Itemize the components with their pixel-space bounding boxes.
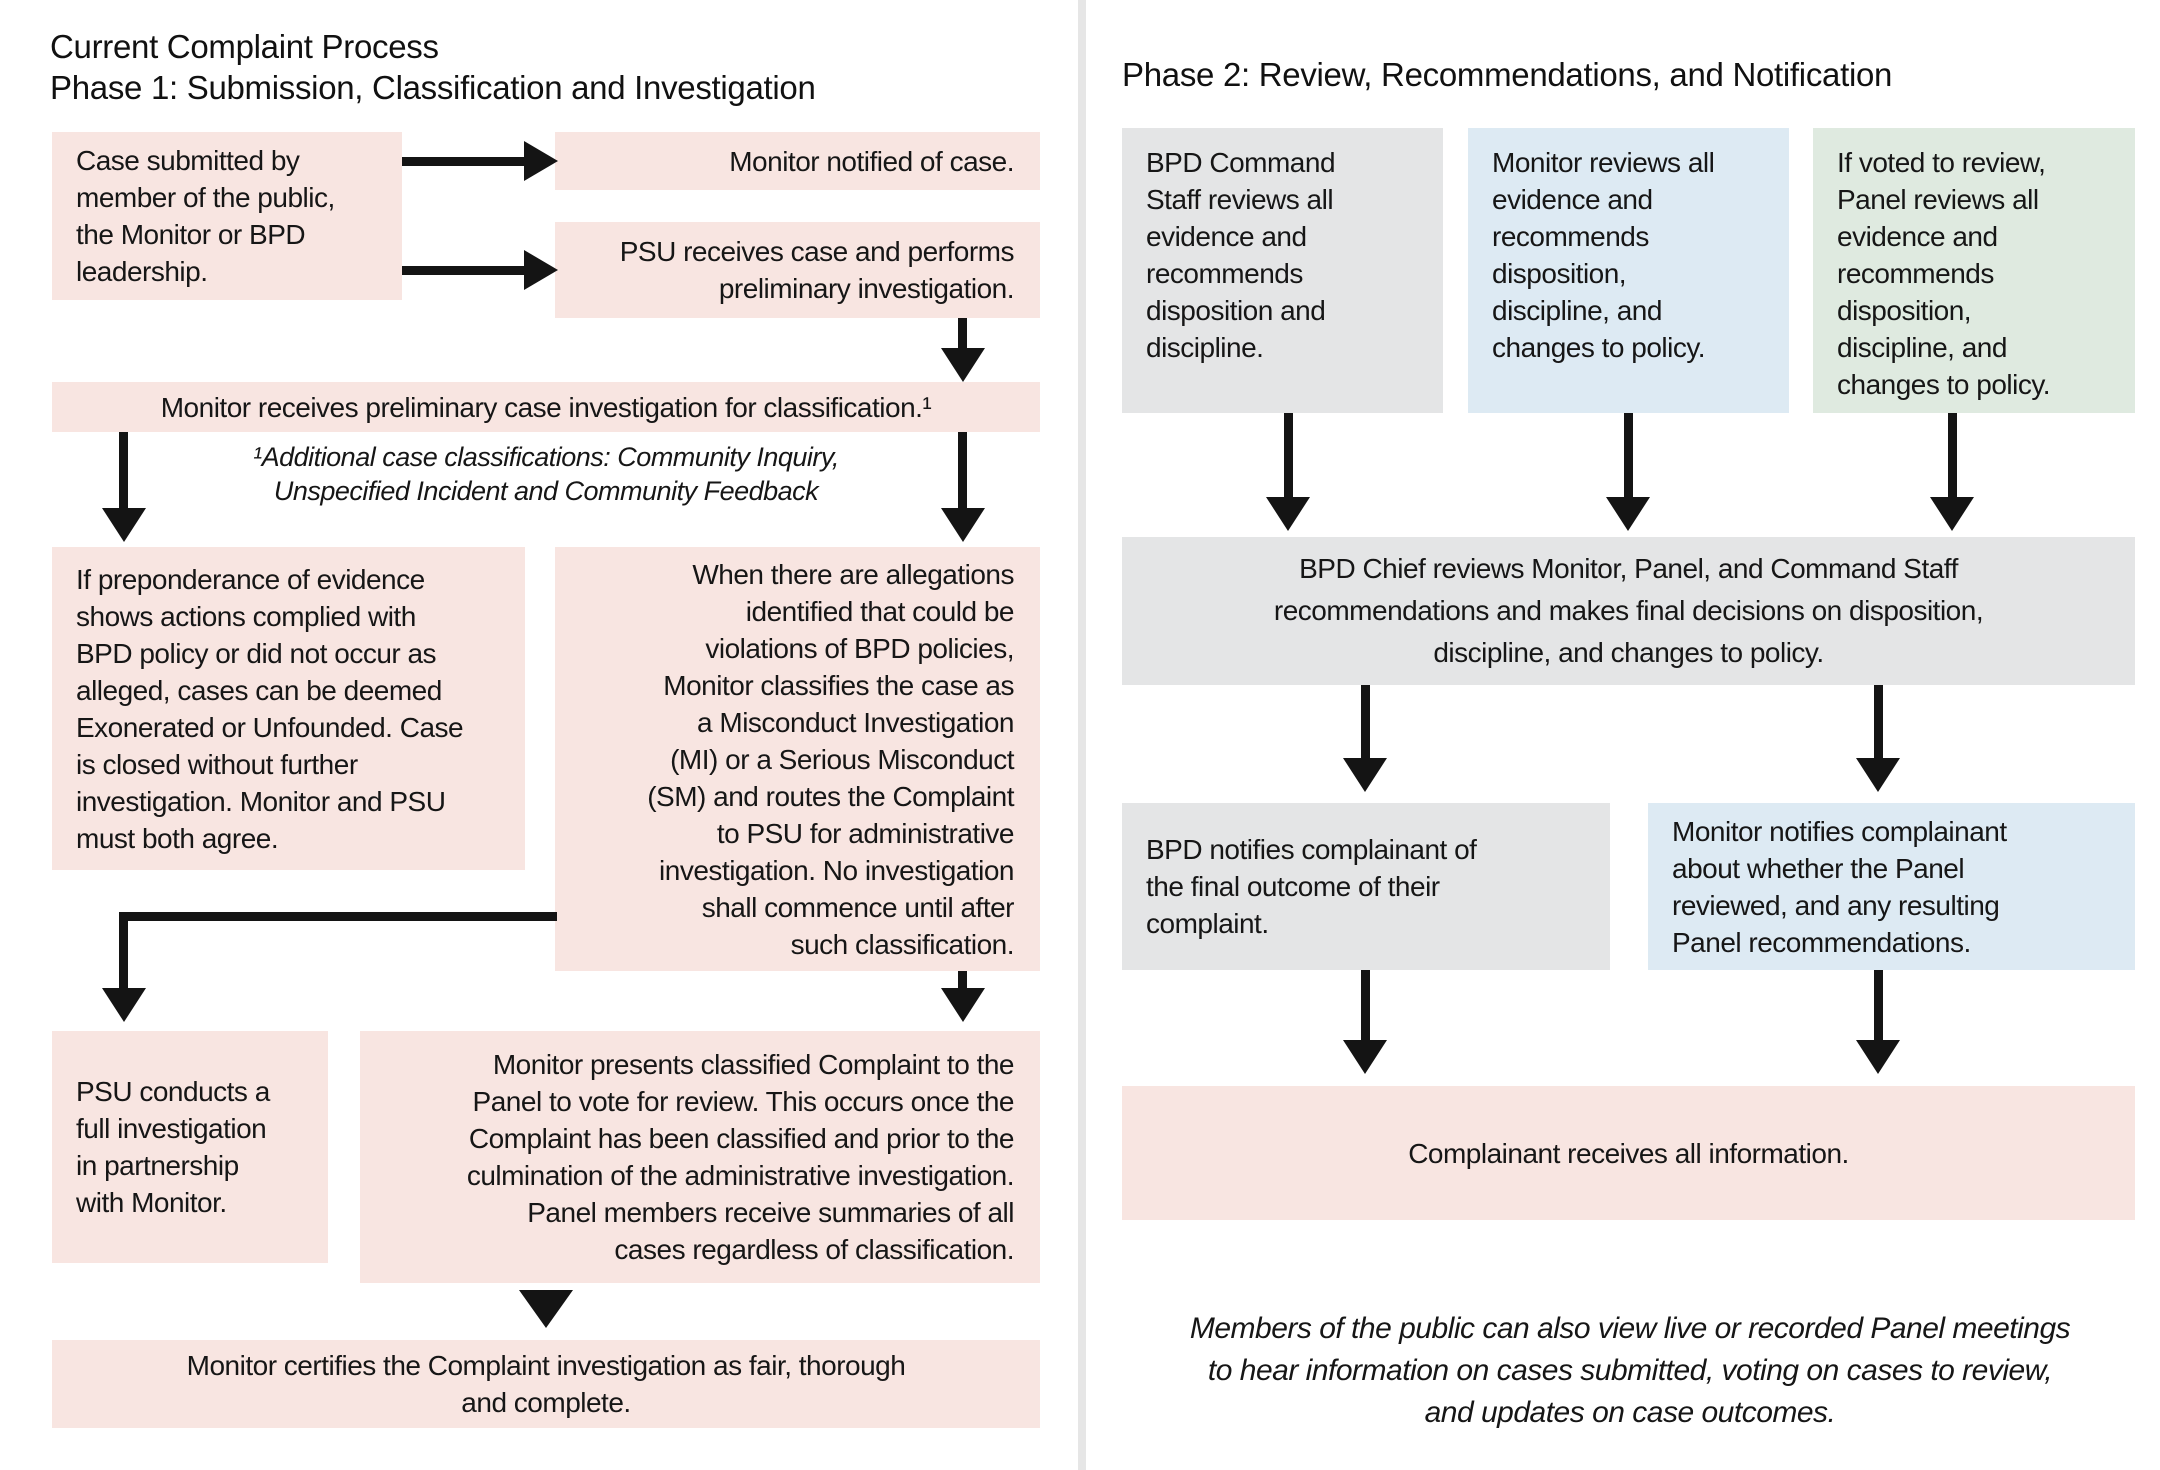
arrow-command-staff-to-chief-head-icon xyxy=(1266,497,1310,531)
phase2-title: Phase 2: Review, Recommendations, and No… xyxy=(1122,56,1893,93)
arrow-chief-to-monitor-notifies-shaft xyxy=(1874,685,1883,758)
arrow-monitor-to-complainant-shaft xyxy=(1874,970,1883,1040)
arrow-to-monitor-presents-head-icon xyxy=(941,988,985,1022)
box-psu-full-investigation-text: PSU conducts a full investigation in par… xyxy=(76,1076,270,1218)
arrow-bpd-to-complainant-shaft xyxy=(1361,970,1370,1040)
arrow-panel-to-chief-shaft xyxy=(1948,413,1957,497)
arrow-psu-to-classification-shaft xyxy=(958,318,967,348)
box-panel-reviews-text: If voted to review, Panel reviews all ev… xyxy=(1837,147,2051,400)
box-psu-receives-text: PSU receives case and performs prelimina… xyxy=(619,236,1015,304)
box-monitor-certifies-text: Monitor certifies the Complaint investig… xyxy=(186,1350,906,1418)
arrow-to-certification-head-icon xyxy=(519,1290,573,1328)
arrow-case-to-monitor-head-icon xyxy=(524,141,558,181)
connector-vertical-line xyxy=(119,912,128,990)
box-monitor-notifies: Monitor notifies complainant about wheth… xyxy=(1648,803,2135,970)
arrow-to-monitor-presents-shaft xyxy=(958,971,967,990)
arrow-monitor-to-chief-shaft xyxy=(1624,413,1633,497)
box-monitor-reviews: Monitor reviews all evidence and recomme… xyxy=(1468,128,1789,413)
box-psu-receives: PSU receives case and performs prelimina… xyxy=(555,222,1040,318)
box-monitor-certifies: Monitor certifies the Complaint investig… xyxy=(52,1340,1040,1428)
connector-horizontal-line xyxy=(119,912,557,921)
box-exonerated-unfounded-text: If preponderance of evidence shows actio… xyxy=(76,563,464,854)
box-monitor-notified: Monitor notified of case. xyxy=(555,132,1040,190)
box-monitor-receives-classification-text: Monitor receives preliminary case invest… xyxy=(160,391,932,423)
box-monitor-reviews-text: Monitor reviews all evidence and recomme… xyxy=(1492,147,1715,363)
box-allegations-classified: When there are allegations identified th… xyxy=(555,547,1040,971)
arrow-case-to-monitor-shaft xyxy=(402,157,526,166)
box-monitor-receives-classification: Monitor receives preliminary case invest… xyxy=(52,382,1040,432)
box-exonerated-unfounded: If preponderance of evidence shows actio… xyxy=(52,547,525,870)
arrow-command-staff-to-chief-shaft xyxy=(1284,413,1293,497)
arrow-chief-to-bpd-notifies-head-icon xyxy=(1343,758,1387,792)
box-monitor-presents-text: Monitor presents classified Complaint to… xyxy=(466,1049,1015,1265)
public-meetings-note: Members of the public can also view live… xyxy=(1189,1312,2071,1429)
box-bpd-notifies-text: BPD notifies complainant of the final ou… xyxy=(1146,834,1477,939)
classification-footnote: ¹Additional case classifications: Commun… xyxy=(253,442,839,506)
box-panel-reviews: If voted to review, Panel reviews all ev… xyxy=(1813,128,2135,413)
arrow-panel-to-chief-head-icon xyxy=(1930,497,1974,531)
box-monitor-presents: Monitor presents classified Complaint to… xyxy=(360,1031,1040,1283)
box-monitor-notifies-text: Monitor notifies complainant about wheth… xyxy=(1672,815,2007,958)
arrow-chief-to-bpd-notifies-shaft xyxy=(1361,685,1370,758)
connector-arrow-head-icon xyxy=(102,988,146,1022)
box-case-submitted: Case submitted by member of the public, … xyxy=(52,132,402,300)
arrow-bpd-to-complainant-head-icon xyxy=(1343,1040,1387,1074)
arrow-classification-right-head-icon xyxy=(941,508,985,542)
arrow-case-to-psu-head-icon xyxy=(524,250,558,290)
phase1-title: Current Complaint Process Phase 1: Submi… xyxy=(50,28,816,106)
box-chief-reviews-text: BPD Chief reviews Monitor, Panel, and Co… xyxy=(1273,553,1984,668)
box-allegations-classified-text: When there are allegations identified th… xyxy=(647,558,1014,960)
box-psu-full-investigation: PSU conducts a full investigation in par… xyxy=(52,1031,328,1263)
box-chief-reviews: BPD Chief reviews Monitor, Panel, and Co… xyxy=(1122,537,2135,685)
column-divider xyxy=(1078,0,1086,1470)
arrow-chief-to-monitor-notifies-head-icon xyxy=(1856,758,1900,792)
arrow-classification-left-shaft xyxy=(119,432,128,508)
arrow-psu-to-classification-head-icon xyxy=(941,348,985,382)
box-complainant-receives: Complainant receives all information. xyxy=(1122,1086,2135,1220)
box-complainant-receives-text: Complainant receives all information. xyxy=(1408,1137,1849,1169)
arrow-case-to-psu-shaft xyxy=(402,266,526,275)
box-command-staff-reviews-text: BPD Command Staff reviews all evidence a… xyxy=(1146,147,1336,363)
arrow-classification-right-shaft xyxy=(958,432,967,508)
box-case-submitted-text: Case submitted by member of the public, … xyxy=(76,145,335,287)
arrow-monitor-to-chief-head-icon xyxy=(1606,497,1650,531)
box-bpd-notifies: BPD notifies complainant of the final ou… xyxy=(1122,803,1610,970)
box-monitor-notified-text: Monitor notified of case. xyxy=(729,145,1014,177)
arrow-monitor-to-complainant-head-icon xyxy=(1856,1040,1900,1074)
arrow-classification-left-head-icon xyxy=(102,508,146,542)
box-command-staff-reviews: BPD Command Staff reviews all evidence a… xyxy=(1122,128,1443,413)
